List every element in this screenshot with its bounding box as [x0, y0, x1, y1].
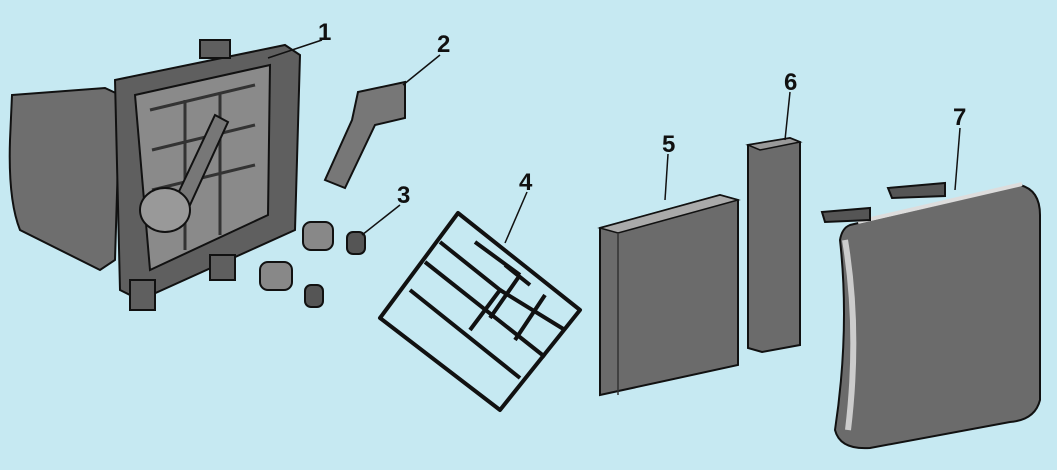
part-3-grommets [259, 221, 366, 308]
part-5-paper-filter [597, 193, 741, 397]
part-7-air-cleaner-cover [820, 181, 1041, 450]
part-2-bracket [323, 80, 406, 190]
part-label-6: 6 [784, 69, 797, 96]
part-1-air-cleaner-base [8, 39, 302, 311]
part-label-4: 4 [519, 169, 533, 196]
part-label-7: 7 [953, 104, 966, 131]
part-label-1: 1 [318, 19, 331, 46]
leader-lines [267, 39, 961, 244]
part-label-2: 2 [437, 31, 450, 58]
part-4-filter-grid [378, 211, 582, 412]
part-label-3: 3 [397, 182, 410, 209]
part-6-foam-pre-filter [745, 136, 803, 354]
part-label-5: 5 [662, 131, 675, 158]
